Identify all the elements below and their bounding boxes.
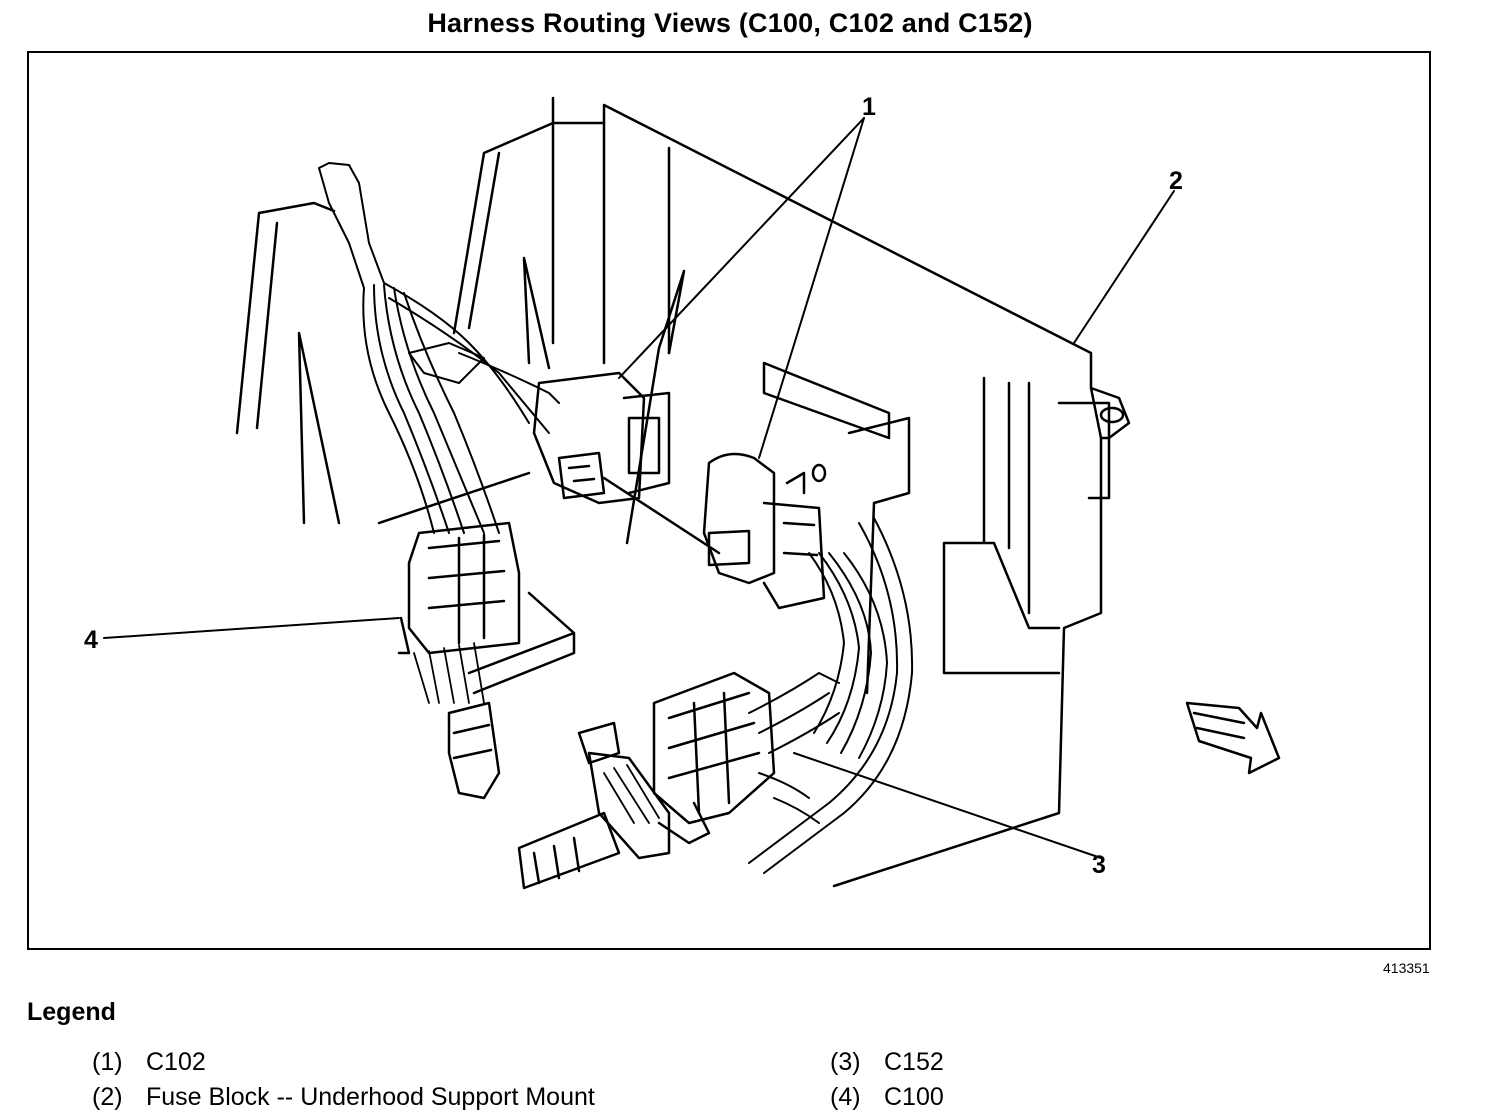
callout-2: 2 <box>1169 167 1183 195</box>
left-bracket <box>235 201 686 695</box>
legend-item-2: (2) Fuse Block -- Underhood Support Mount <box>92 1083 595 1112</box>
callout-1: 1 <box>862 93 876 121</box>
c102-connector <box>532 371 721 555</box>
legend-item-label: C102 <box>146 1048 206 1076</box>
harness-left <box>318 162 560 534</box>
legend-item-3: (3) C152 <box>830 1048 944 1077</box>
callout-labels: 1 2 3 4 <box>84 93 1183 879</box>
figure-number: 413351 <box>1383 960 1430 976</box>
c152-connector <box>517 671 776 890</box>
legend-item-1: (1) C102 <box>92 1048 206 1077</box>
harness-right <box>748 517 914 874</box>
legend-item-number: (2) <box>92 1083 123 1111</box>
legend-item-label: Fuse Block -- Underhood Support Mount <box>146 1083 595 1111</box>
legend-item-label: C100 <box>884 1083 944 1111</box>
diagram-frame: 1 2 3 4 <box>27 51 1431 950</box>
direction-arrow-icon <box>1185 701 1281 775</box>
leader-lines <box>103 117 1175 859</box>
legend-item-number: (3) <box>830 1048 861 1076</box>
legend-heading: Legend <box>27 998 116 1026</box>
diagram-title: Harness Routing Views (C100, C102 and C1… <box>427 8 1033 38</box>
legend-item-label: C152 <box>884 1048 944 1076</box>
legend-item-number: (4) <box>830 1083 861 1111</box>
fuse-block-plate <box>452 96 1131 888</box>
legend-item-number: (1) <box>92 1048 123 1076</box>
callout-4: 4 <box>84 626 98 654</box>
c100-connector <box>397 521 521 800</box>
c102-mating-connector <box>702 452 827 610</box>
harness-illustration: 1 2 3 4 <box>84 93 1281 890</box>
callout-3: 3 <box>1092 851 1106 879</box>
legend-item-4: (4) C100 <box>830 1083 944 1112</box>
